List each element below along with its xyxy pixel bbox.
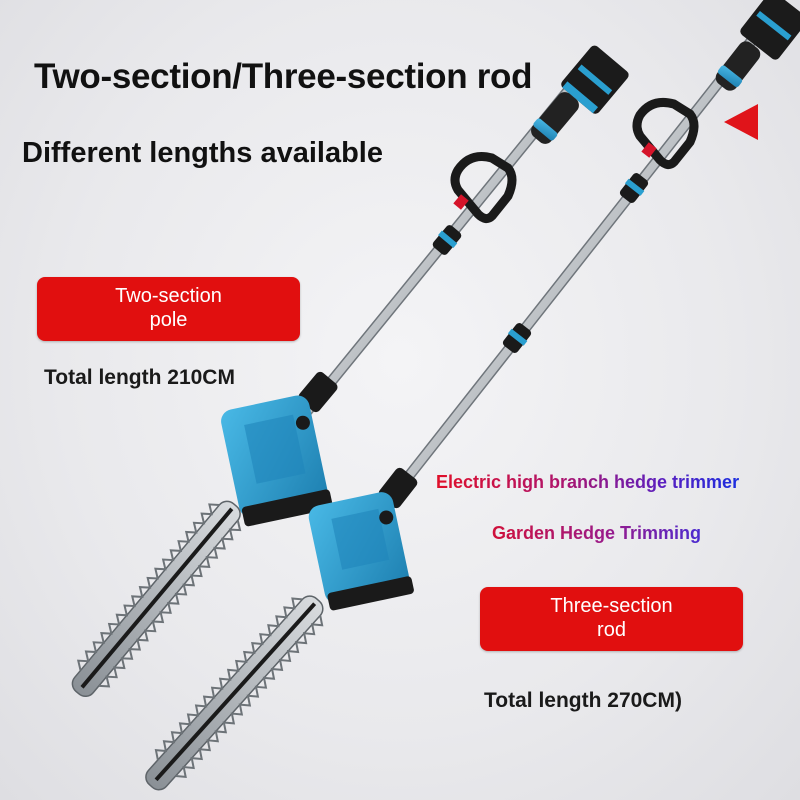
length-two-section: Total length 210CM [44,366,235,389]
tagline-product: Electric high branch hedge trimmer [436,472,740,492]
badge-three-section-line2: rod [597,619,626,641]
headline-sections: Two-section/Three-section rod [34,57,533,96]
red-pointer-triangle [724,104,758,140]
badge-three-section-line1: Three-section [550,595,673,617]
badge-two-section-line2: pole [149,309,188,331]
length-three-section: Total length 270CM) [484,689,682,712]
badge-two-section-line1: Two-section [115,285,222,307]
hedge-trimmer-two-section [71,45,629,698]
hedge-trimmer-three-section [145,0,800,791]
headline-lengths: Different lengths available [22,137,383,169]
badge-two-section: Two-section pole [37,277,300,341]
badge-three-section: Three-section rod [480,587,743,651]
tagline-use: Garden Hedge Trimming [492,523,702,543]
